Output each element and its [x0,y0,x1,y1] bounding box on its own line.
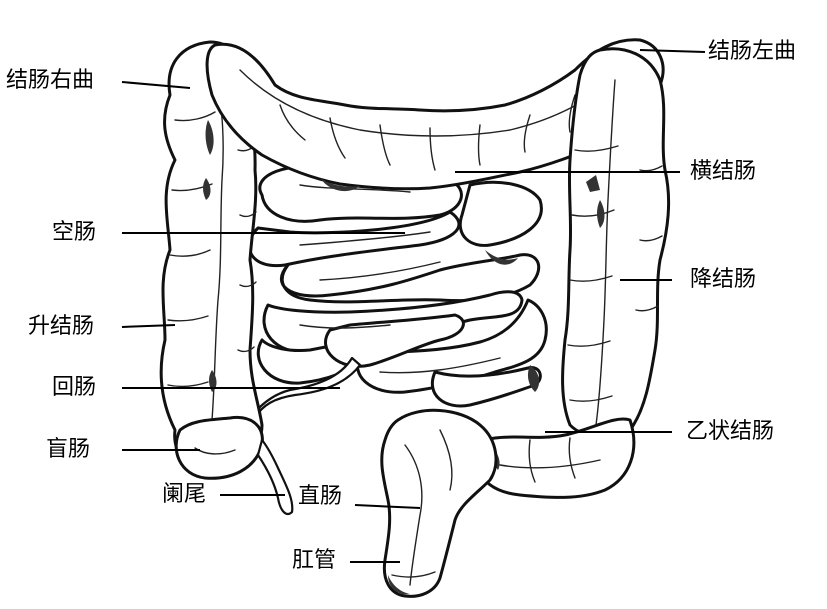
descending-colon-shape [561,47,671,439]
leader-rectum [354,504,421,509]
label-appendix: 阑尾 [162,482,207,507]
label-rectum: 直肠 [298,484,343,509]
leader-lines [121,49,706,563]
label-jejunum: 空肠 [52,220,97,245]
label-anal-canal: 肛管 [292,548,337,573]
label-sigmoid-colon: 乙状结肠 [686,419,775,444]
leader-splenic-flexure [639,49,706,53]
sigmoid-colon-shape [473,417,636,499]
rectum-shape [380,408,498,598]
label-descending-colon: 降结肠 [690,267,757,292]
label-cecum: 盲肠 [46,437,91,462]
small-intestine [243,165,548,427]
label-ascending-colon: 升结肠 [28,314,95,339]
leader-hepatic-flexure [121,81,191,89]
label-ileum: 回肠 [52,375,97,400]
label-transverse-colon: 横结肠 [690,159,757,184]
label-hepatic-flexure: 结肠右曲 [6,68,95,93]
label-splenic-flexure: 结肠左曲 [708,39,797,64]
leader-ascending-colon [121,324,176,328]
